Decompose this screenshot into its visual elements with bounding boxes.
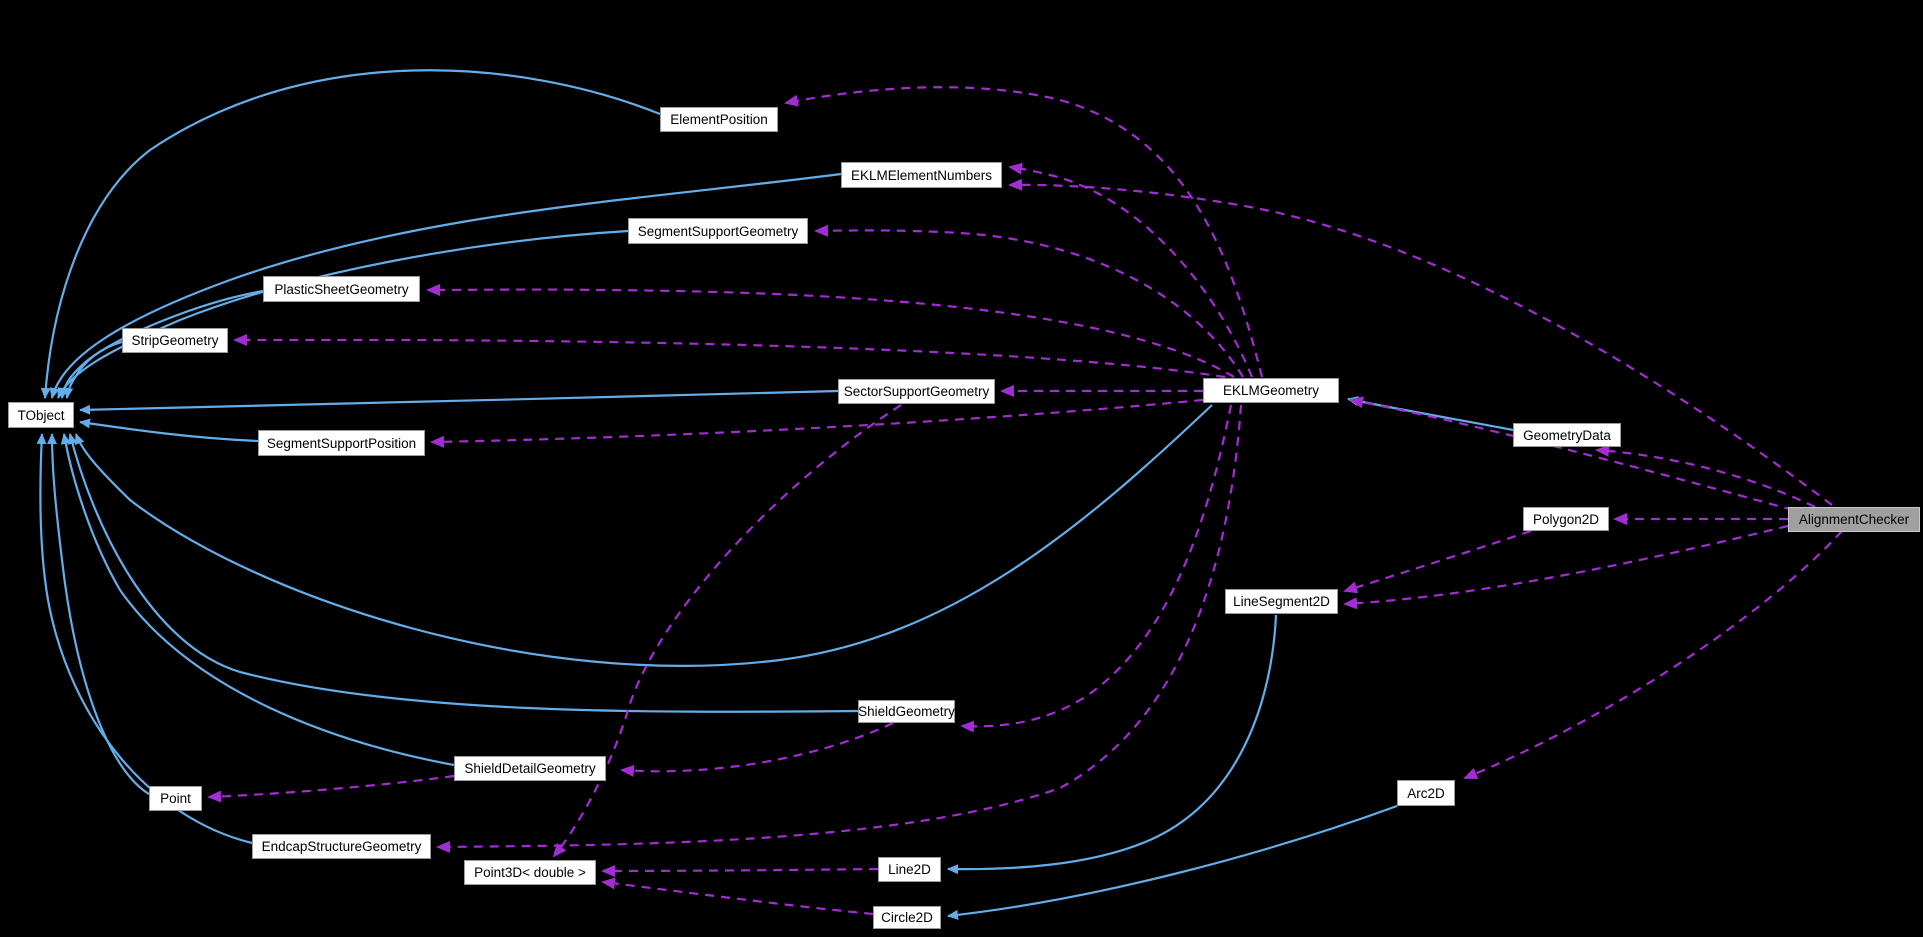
node-circle2d[interactable]: Circle2D bbox=[873, 906, 941, 929]
edge-inheritance-SegmentSupportPosition-TObject bbox=[79, 418, 259, 443]
node-elementposition[interactable]: ElementPosition bbox=[660, 107, 778, 132]
node-label: SegmentSupportGeometry bbox=[637, 223, 799, 239]
edge-inheritance-ShieldDetailGeometry-TObject bbox=[60, 433, 455, 767]
node-point3d-double[interactable]: Point3D< double > bbox=[464, 860, 596, 885]
edge-usage-EKLMGeometry-SegmentSupportGeometry bbox=[814, 224, 1244, 378]
edge-usage-EKLMGeometry-ShieldGeometry bbox=[960, 404, 1233, 733]
edge-usage-EKLMGeometry-ElementPosition bbox=[784, 86, 1264, 378]
edge-usage-AlignmentChecker-LineSegment2D bbox=[1343, 524, 1789, 610]
node-label: Line2D bbox=[888, 862, 931, 877]
edge-inheritance-EndcapStructureGeometry-TObject bbox=[36, 433, 253, 845]
edge-usage-ShieldGeometry-ShieldDetailGeometry bbox=[620, 722, 894, 777]
edge-usage-Line2D-Point3D bbox=[601, 864, 879, 877]
node-endcapstructuregeometry[interactable]: EndcapStructureGeometry bbox=[252, 834, 431, 859]
edge-inheritance-EKLMGeometry-TObject bbox=[74, 404, 1213, 667]
node-label: Arc2D bbox=[1407, 785, 1445, 801]
edge-inheritance-StripGeometry-TObject bbox=[63, 340, 123, 399]
node-label: TObject bbox=[17, 407, 65, 423]
edge-inheritance-EKLMElementNumbers-TObject bbox=[49, 172, 842, 399]
node-label: Point3D< double > bbox=[474, 865, 586, 880]
node-plasticsheetgeometry[interactable]: PlasticSheetGeometry bbox=[263, 276, 420, 302]
node-label: PlasticSheetGeometry bbox=[274, 281, 409, 297]
node-segmentsupportposition[interactable]: SegmentSupportPosition bbox=[258, 430, 425, 456]
edge-usage-Circle2D-Point3D bbox=[601, 877, 874, 916]
node-label: Circle2D bbox=[881, 910, 933, 925]
edge-inheritance-Point-TObject bbox=[47, 433, 150, 795]
edge-inheritance-LineSegment2D-Line2D bbox=[947, 614, 1278, 875]
node-label: Polygon2D bbox=[1532, 511, 1600, 527]
node-shieldgeometry[interactable]: ShieldGeometry bbox=[858, 700, 955, 723]
node-label: AlignmentChecker bbox=[1798, 512, 1910, 527]
node-linesegment2d[interactable]: LineSegment2D bbox=[1225, 589, 1338, 614]
node-label: StripGeometry bbox=[131, 333, 219, 348]
node-sectorsupportgeometry[interactable]: SectorSupportGeometry bbox=[838, 379, 995, 404]
edge-inheritance-SectorSupportGeometry-TObject bbox=[79, 389, 839, 415]
node-label: SectorSupportGeometry bbox=[843, 384, 990, 399]
edge-inheritance-ShieldGeometry-TObject bbox=[67, 433, 859, 713]
node-label: ElementPosition bbox=[670, 112, 768, 127]
node-label: ShieldGeometry bbox=[858, 704, 955, 719]
node-polygon2d[interactable]: Polygon2D bbox=[1523, 507, 1609, 531]
node-tobject[interactable]: TObject bbox=[8, 402, 74, 428]
node-stripgeometry[interactable]: StripGeometry bbox=[122, 328, 228, 353]
edge-usage-AlignmentChecker-EKLMGeometry bbox=[1349, 396, 1794, 512]
edge-usage-AlignmentChecker-GeometryData bbox=[1595, 444, 1816, 508]
node-label: ShieldDetailGeometry bbox=[464, 761, 596, 776]
node-eklmgeometry[interactable]: EKLMGeometry bbox=[1203, 378, 1339, 403]
edge-usage-AlignmentChecker-EKLMElementNumbers bbox=[1008, 178, 1833, 506]
node-label: SegmentSupportPosition bbox=[266, 435, 417, 451]
edge-usage-EKLMGeometry-StripGeometry bbox=[233, 334, 1226, 379]
node-label: Point bbox=[160, 791, 191, 806]
node-geometrydata[interactable]: GeometryData bbox=[1513, 423, 1621, 447]
node-point[interactable]: Point bbox=[149, 786, 202, 811]
node-label: EndcapStructureGeometry bbox=[261, 839, 422, 854]
edge-usage-SectorSupportGeometry-Point3D bbox=[552, 404, 902, 858]
node-label: EKLMElementNumbers bbox=[850, 167, 993, 183]
edge-usage-AlignmentChecker-Arc2D bbox=[1463, 530, 1843, 780]
edge-usage-EKLMGeometry-PlasticSheetGeometry bbox=[426, 283, 1235, 378]
node-eklmelementnumbers[interactable]: EKLMElementNumbers bbox=[841, 162, 1002, 188]
node-label: EKLMGeometry bbox=[1222, 383, 1320, 398]
node-alignmentchecker[interactable]: AlignmentChecker bbox=[1788, 507, 1920, 532]
node-label: LineSegment2D bbox=[1233, 594, 1330, 609]
node-arc2d[interactable]: Arc2D bbox=[1397, 780, 1455, 806]
node-line2d[interactable]: Line2D bbox=[878, 857, 941, 882]
edge-inheritance-ElementPosition-TObject bbox=[40, 69, 661, 399]
edge-usage-Polygon2D-LineSegment2D bbox=[1343, 529, 1532, 594]
edge-usage-ShieldDetailGeometry-Point bbox=[207, 774, 455, 803]
edge-inheritance-Arc2D-Circle2D bbox=[947, 804, 1398, 920]
edge-inheritance-SegmentSupportGeometry-TObject bbox=[57, 229, 629, 399]
edge-usage-EKLMGeometry-EKLMElementNumbers bbox=[1008, 162, 1254, 378]
node-shielddetailgeometry[interactable]: ShieldDetailGeometry bbox=[454, 756, 606, 781]
node-label: GeometryData bbox=[1523, 427, 1611, 443]
edge-usage-EKLMGeometry-SegmentSupportPosition bbox=[430, 398, 1204, 448]
edge-usage-EKLMGeometry-EndcapStructureGeometry bbox=[436, 404, 1243, 853]
node-segmentsupportgeometry[interactable]: SegmentSupportGeometry bbox=[628, 218, 808, 244]
